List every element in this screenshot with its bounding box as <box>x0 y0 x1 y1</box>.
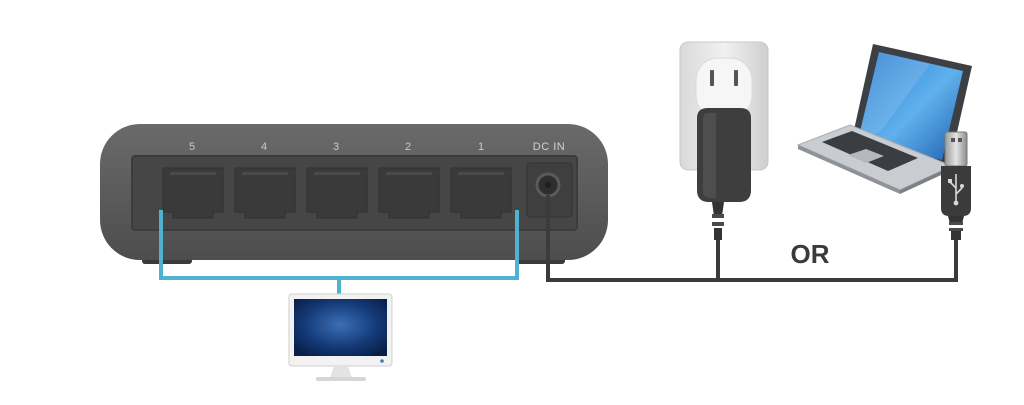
usb-plug-icon <box>941 131 971 240</box>
ethernet-port-2 <box>378 167 440 219</box>
ethernet-port-5 <box>162 167 224 219</box>
ethernet-port-3 <box>306 167 368 219</box>
power-cable <box>546 195 958 282</box>
port-label-3: 3 <box>333 141 339 153</box>
monitor-icon <box>288 293 393 381</box>
or-label: OR <box>791 239 830 269</box>
port-label-1: 1 <box>478 141 484 153</box>
dc-in-label: DC IN <box>533 141 565 153</box>
port-label-4: 4 <box>261 141 267 153</box>
laptop-icon <box>796 44 972 194</box>
port-label-2: 2 <box>405 141 411 153</box>
ethernet-cable <box>159 210 519 296</box>
ethernet-port-4 <box>234 167 296 219</box>
power-adapter-icon <box>697 108 751 240</box>
ethernet-port-1 <box>450 167 512 219</box>
port-label-5: 5 <box>189 141 195 153</box>
